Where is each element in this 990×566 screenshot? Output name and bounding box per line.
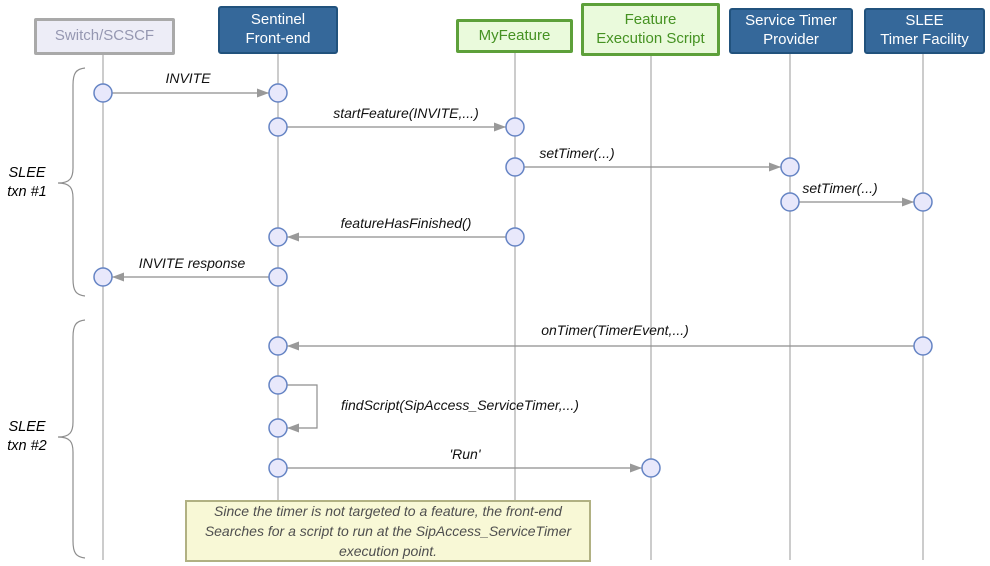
- arrowhead-icon: [630, 463, 642, 473]
- actor-box-myfeature: MyFeature: [456, 19, 573, 53]
- actor-box-slee-timer-facility: SLEE Timer Facility: [864, 8, 985, 54]
- message-endpoint: [268, 336, 288, 356]
- transaction-label: SLEE txn #2: [7, 419, 47, 454]
- transaction-brace: [57, 67, 86, 297]
- actor-box-sentinel-frontend: Sentinel Front-end: [218, 6, 338, 54]
- message-endpoint: [505, 227, 525, 247]
- message-endpoint: [780, 157, 800, 177]
- arrowhead-icon: [287, 341, 299, 351]
- message-endpoint: [641, 458, 661, 478]
- arrowhead-icon: [287, 423, 299, 433]
- arrowhead-icon: [769, 162, 781, 172]
- message-endpoint: [268, 227, 288, 247]
- message-endpoint: [268, 267, 288, 287]
- arrowhead-icon: [112, 272, 124, 282]
- message-endpoint: [505, 117, 525, 137]
- note-box: Since the timer is not targeted to a fea…: [185, 500, 591, 562]
- message-endpoint: [268, 418, 288, 438]
- message-endpoint: [780, 192, 800, 212]
- message-label: INVITE: [165, 70, 211, 86]
- message-label: onTimer(TimerEvent,...): [541, 322, 689, 338]
- message-label: INVITE response: [138, 255, 246, 271]
- transaction-brace: [57, 319, 86, 559]
- arrowhead-icon: [257, 88, 269, 98]
- message-endpoint: [93, 267, 113, 287]
- message-endpoint: [93, 83, 113, 103]
- message-endpoint: [913, 336, 933, 356]
- actor-box-service-timer-provider: Service Timer Provider: [729, 8, 853, 54]
- message-endpoint: [268, 117, 288, 137]
- arrowhead-icon: [287, 232, 299, 242]
- message-label: featureHasFinished(): [340, 215, 472, 231]
- message-label: setTimer(...): [539, 145, 615, 161]
- message-label: startFeature(INVITE,...): [333, 105, 479, 121]
- arrowhead-icon: [902, 197, 914, 207]
- message-label: setTimer(...): [802, 180, 878, 196]
- message-endpoint: [268, 375, 288, 395]
- arrowhead-icon: [494, 122, 506, 132]
- message-endpoint: [505, 157, 525, 177]
- actor-box-switch-scscf: Switch/SCSCF: [34, 18, 175, 55]
- message-label: findScript(SipAccess_ServiceTimer,...): [341, 397, 579, 413]
- message-line: [278, 384, 318, 429]
- message-endpoint: [268, 83, 288, 103]
- message-label: 'Run': [449, 446, 481, 462]
- message-endpoint: [268, 458, 288, 478]
- transaction-label: SLEE txn #1: [7, 165, 47, 200]
- message-endpoint: [913, 192, 933, 212]
- actor-box-feature-execution-script: Feature Execution Script: [581, 3, 720, 56]
